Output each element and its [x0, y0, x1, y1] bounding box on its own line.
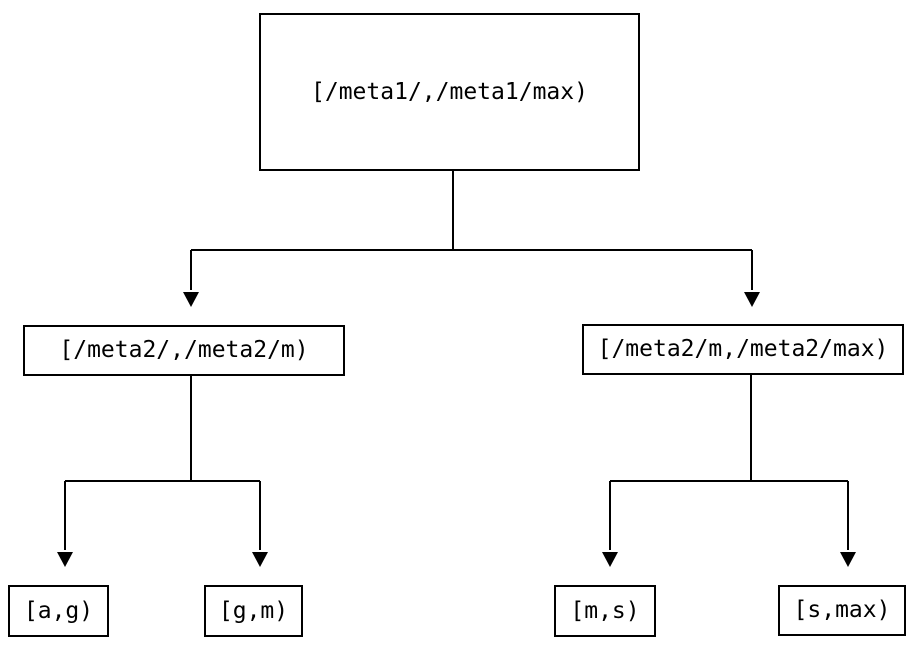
leaf-m-s: [m,s): [554, 585, 656, 637]
edge-root-to-level2: [183, 171, 760, 307]
arrow-down-icon: [57, 552, 73, 567]
node-label: [m,s): [570, 597, 640, 624]
node-label: [/meta2/m,/meta2/max): [597, 336, 889, 362]
node-label: [s,max): [793, 597, 891, 623]
arrow-down-icon: [602, 552, 618, 567]
arrow-down-icon: [183, 292, 199, 307]
node-label: [a,g): [23, 597, 94, 624]
edge-left-to-leaves: [57, 376, 268, 567]
arrow-down-icon: [840, 552, 856, 567]
node-label: [g,m): [218, 597, 289, 624]
node-label: [/meta2/,/meta2/m): [59, 337, 309, 363]
node-meta2-left: [/meta2/,/meta2/m): [23, 325, 345, 376]
arrow-down-icon: [252, 552, 268, 567]
leaf-g-m: [g,m): [204, 585, 303, 637]
edge-right-to-leaves: [602, 375, 856, 567]
arrow-down-icon: [744, 292, 760, 307]
leaf-s-max: [s,max): [778, 585, 906, 636]
leaf-a-g: [a,g): [8, 585, 109, 637]
node-root-meta1: [/meta1/,/meta1/max): [259, 13, 640, 171]
node-meta2-right: [/meta2/m,/meta2/max): [582, 324, 904, 375]
node-label: [/meta1/,/meta1/max): [311, 78, 588, 105]
